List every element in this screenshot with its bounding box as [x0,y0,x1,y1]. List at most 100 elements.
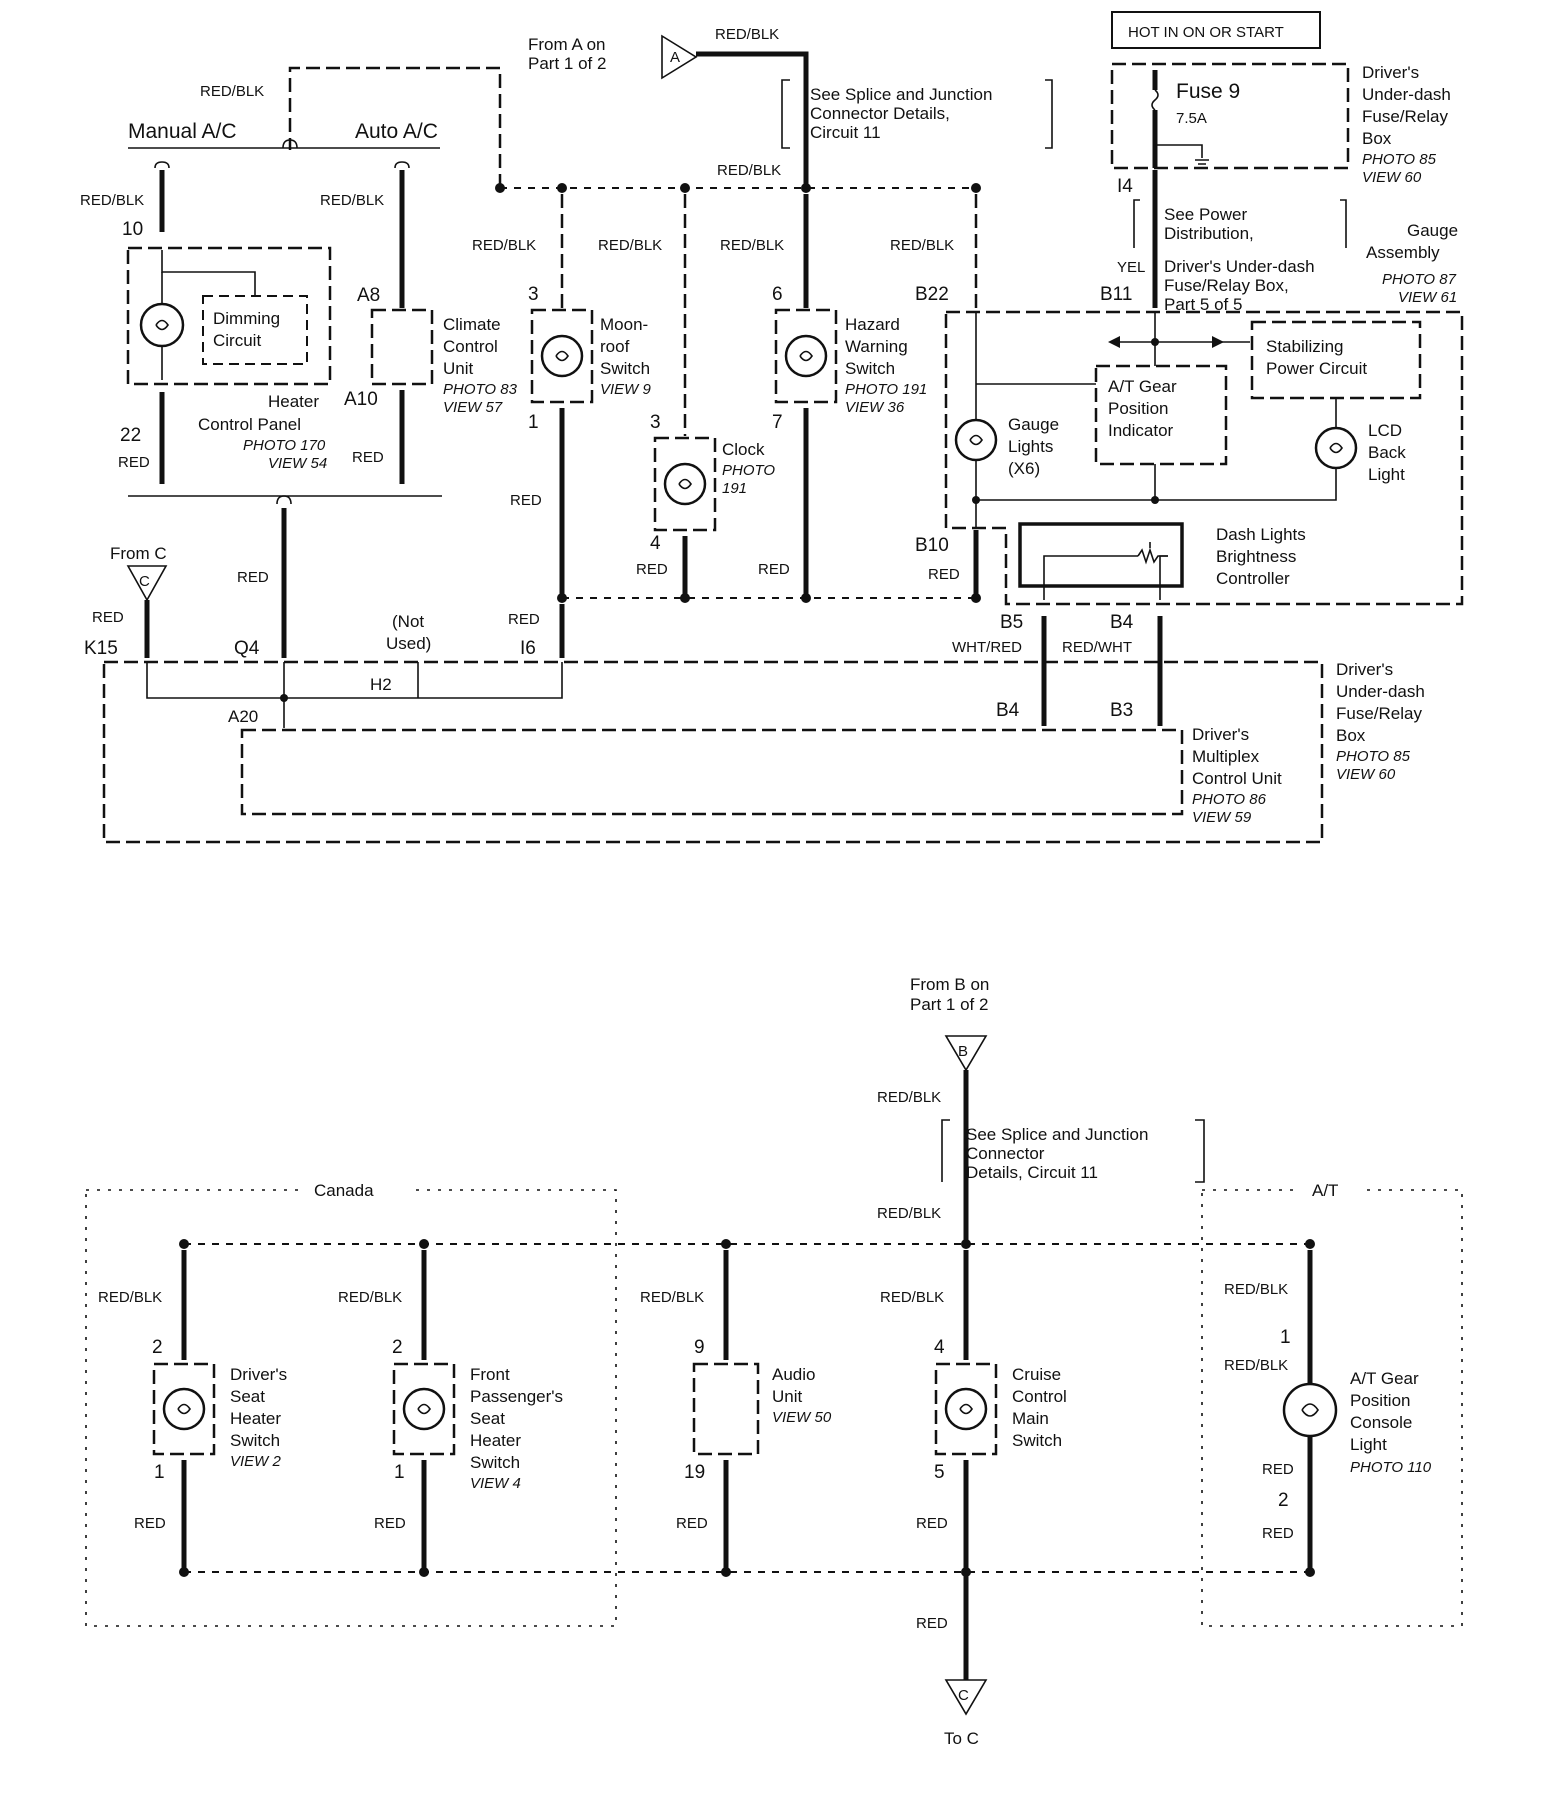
bulb-filament [799,350,813,362]
seat-pass-label-4: Heater [470,1431,521,1450]
pin-1-seat-pass: 1 [394,1462,405,1483]
pin-b11: B11 [1100,284,1132,305]
bulb-filament [959,1403,973,1415]
fusebox-mid-photo: PHOTO 85 [1336,748,1411,765]
bulb-filament [555,350,569,362]
ac-split-bracket [282,139,298,149]
fuse-rating: 7.5A [1176,110,1207,127]
heater-panel-label-1: Heater [268,392,319,411]
fusebox-mid-label-2: Under-dash [1336,682,1425,701]
splice-node [972,496,980,504]
wire-color-i6: RED [508,611,540,628]
wire-color-k15: RED [92,609,124,626]
not-used-label-2: Used) [386,634,431,653]
fuse-label: Fuse 9 [1176,80,1240,103]
dash-controller-box [1018,522,1184,588]
lcd-bulb-icon [1314,426,1358,470]
at-console-photo: PHOTO 110 [1350,1459,1432,1476]
connector-c-from-label: C [139,573,150,590]
stabilizing-label-1: Stabilizing [1266,337,1344,356]
climate-label-2: Control [443,337,498,356]
at-gear-indicator-label-3: Indicator [1108,421,1174,440]
cruise-label-4: Switch [1012,1431,1062,1450]
audio-label-1: Audio [772,1365,815,1384]
lcd-label-1: LCD [1368,421,1402,440]
fusebox-top-label-1: Driver's [1362,63,1419,82]
hot-in-on-label: HOT IN ON OR START [1128,24,1284,41]
climate-label-3: Unit [443,359,474,378]
fuse-relay-box-top [1110,62,1350,170]
pin-1-seat-drv: 1 [154,1462,165,1483]
hot-in-on-box [1111,11,1321,49]
stabilizing-label-2: Power Circuit [1266,359,1367,378]
connector-c-to-icon [944,1679,988,1716]
splice2-line-2: Connector [966,1144,1045,1163]
seat-pass-label-2: Passenger's [470,1387,563,1406]
fusebox-top-label-2: Under-dash [1362,85,1451,104]
gauge-assembly-box [944,310,1464,606]
fuse-relay-box-mid [102,660,1324,844]
splice-node [557,593,567,603]
canada-label-bg [300,1178,410,1202]
internal-bus-h2 [146,662,563,699]
wire-color-q4: RED [237,569,269,586]
moonroof-label-3: Switch [600,359,650,378]
hazard-view: VIEW 36 [845,399,905,416]
splice-node [1305,1239,1315,1249]
seat-drv-bulb-icon [162,1387,206,1431]
heater-bulb-icon [139,302,185,348]
to-c-label: To C [944,1729,979,1748]
lcd-label-3: Light [1368,465,1405,484]
clock-box [653,436,717,532]
splice-node [680,593,690,603]
at-gear-indicator-label-1: A/T Gear [1108,377,1177,396]
canada-label: Canada [314,1181,374,1200]
heater-view: VIEW 54 [268,455,327,472]
hazard-switch-box [774,308,838,404]
splice-node [801,593,811,603]
cruise-bulb-icon [944,1387,988,1431]
wire-color-audio-in: RED/BLK [640,1289,704,1306]
splice-node [495,183,505,193]
cruise-label-3: Main [1012,1409,1049,1428]
heater-panel-label-2: Control Panel [198,415,301,434]
dimming-circuit-label-2: Circuit [213,331,261,350]
pin-3-moonroof: 3 [528,284,539,305]
hazard-label-3: Switch [845,359,895,378]
splice-node [557,183,567,193]
wire-color-climate-out: RED [352,449,384,466]
pin-a8: A8 [357,285,380,306]
fusebox-top-photo: PHOTO 85 [1362,151,1437,168]
hazard-label-2: Warning [845,337,908,356]
seat-drv-label-3: Heater [230,1409,281,1428]
wire-color-seat-drv-out: RED [134,1515,166,1532]
at-console-label-4: Light [1350,1435,1387,1454]
bulb-filament [417,1403,431,1415]
at-gear-indicator-box [1094,364,1228,466]
power-note-line-2: Distribution, [1164,224,1254,243]
wire-color-b-1: RED/BLK [877,1089,941,1106]
redblk-feed-wire [288,66,502,188]
climate-label-1: Climate [443,315,501,334]
connector-mark [394,161,410,169]
splice2-bracket [941,1119,1205,1183]
pin-19-audio: 19 [684,1462,705,1483]
wire-color-a: RED/BLK [715,26,779,43]
wire-color-hazard-in: RED/BLK [720,237,784,254]
from-b-label: From B on [910,975,989,994]
pin-2-seat-pass: 2 [392,1337,403,1358]
pin-q4: Q4 [234,638,260,659]
not-used-label-1: (Not [392,612,424,631]
wire-color-heater-in: RED/BLK [80,192,144,209]
splice1-bracket [781,79,1053,149]
wire-color-cruise-in: RED/BLK [880,1289,944,1306]
seat-pass-switch-box [392,1362,456,1456]
clock-label: Clock [722,440,765,459]
dash-controller-label-2: Brightness [1216,547,1296,566]
pin-6-hazard: 6 [772,284,783,305]
wire-color-clock-out: RED [636,561,668,578]
a-feed-wire [696,51,809,188]
cruise-label-1: Cruise [1012,1365,1061,1384]
pin-2-seat-drv: 2 [152,1337,163,1358]
pin-22: 22 [120,425,141,446]
